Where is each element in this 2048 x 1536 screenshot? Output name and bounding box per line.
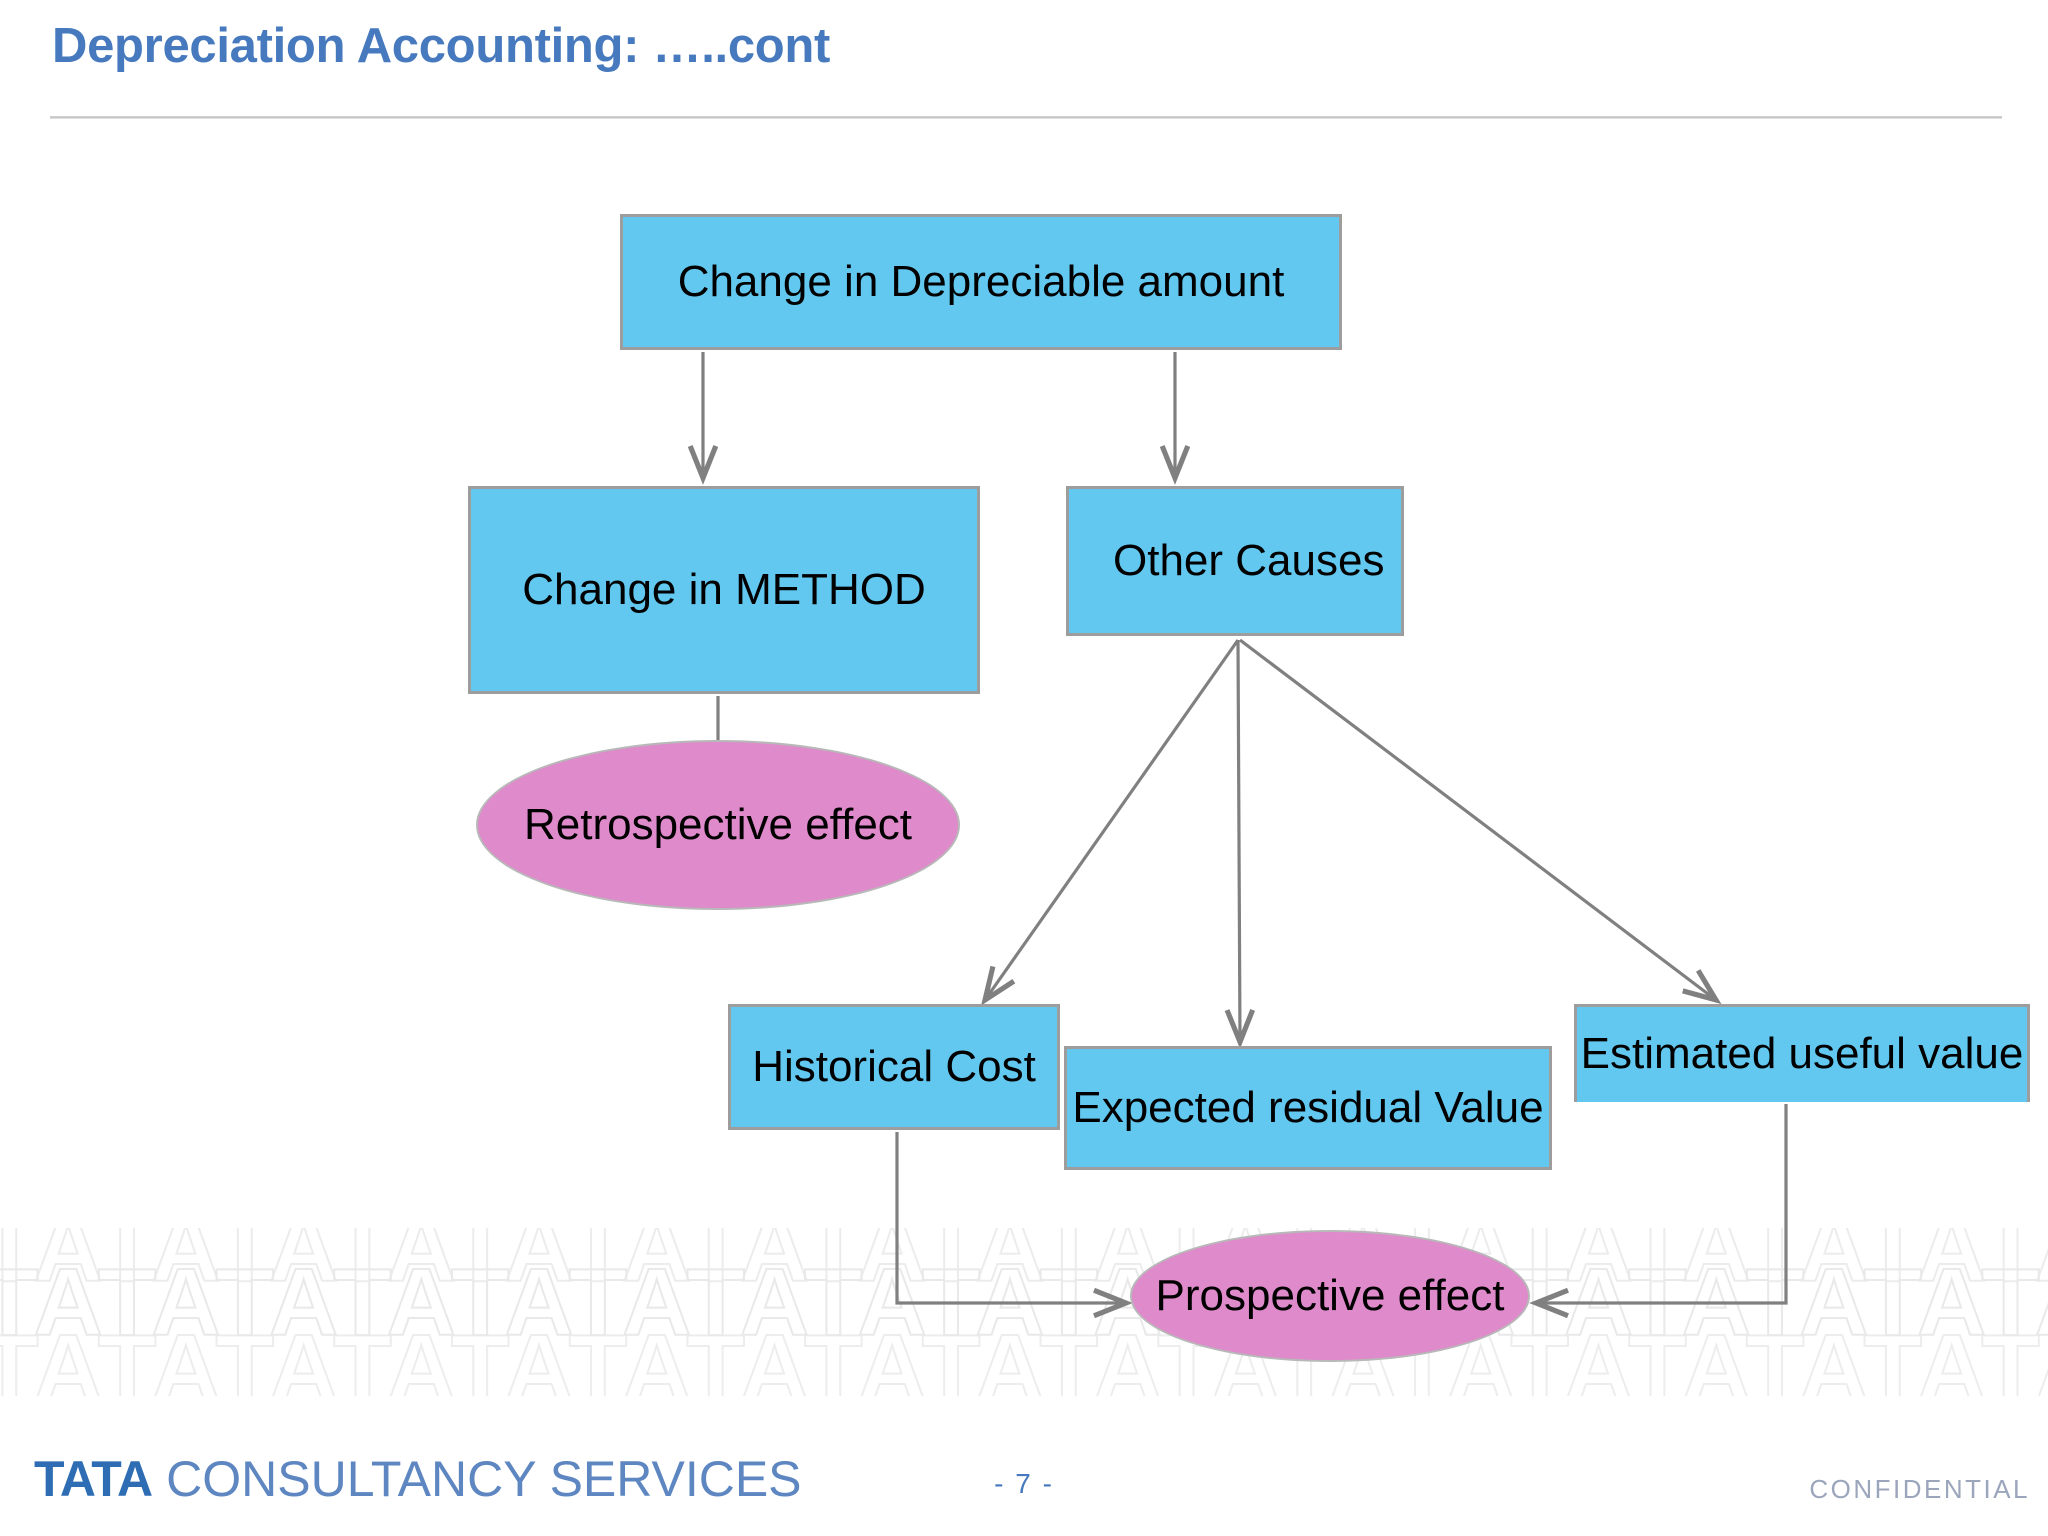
edge-other-causes-to-historical: [981, 639, 1240, 1006]
edge-other-causes-to-estimated: [1239, 638, 1722, 1005]
node-expected-residual-value[interactable]: Expected residual Value: [1064, 1046, 1552, 1170]
node-prospective-effect[interactable]: Prospective effect: [1130, 1230, 1530, 1362]
node-retrospective-effect[interactable]: Retrospective effect: [476, 740, 960, 910]
tcs-logo-consultancy-services: CONSULTANCY SERVICES: [166, 1451, 802, 1507]
watermark-row: TATATATATATATATATATATATATATATATATATATATA…: [0, 1228, 2048, 1303]
node-change-in-method[interactable]: Change in METHOD: [468, 486, 980, 694]
edge-other-causes-to-expected: [1224, 639, 1256, 1049]
node-other-causes[interactable]: Other Causes: [1066, 486, 1404, 636]
watermark-row: TATATATATATATATATATATATATATATATATATATATA…: [0, 1248, 2048, 1357]
tcs-logo-tata: TATA: [34, 1451, 153, 1507]
node-change-in-depreciable-amount[interactable]: Change in Depreciable amount: [620, 214, 1342, 350]
edge-estimated-to-prospective: [1529, 1104, 1788, 1319]
page-number: - 7 -: [994, 1468, 1054, 1499]
title-divider: [50, 116, 2002, 119]
node-historical-cost[interactable]: Historical Cost: [728, 1004, 1060, 1130]
confidential-label: CONFIDENTIAL: [1809, 1474, 2030, 1504]
node-estimated-useful-value[interactable]: Estimated useful value: [1574, 1004, 2030, 1102]
page-title: Depreciation Accounting: …..cont: [52, 19, 831, 73]
watermark-row: TATATATATATATATATATATATATATATATATATATATA…: [0, 1314, 2048, 1396]
